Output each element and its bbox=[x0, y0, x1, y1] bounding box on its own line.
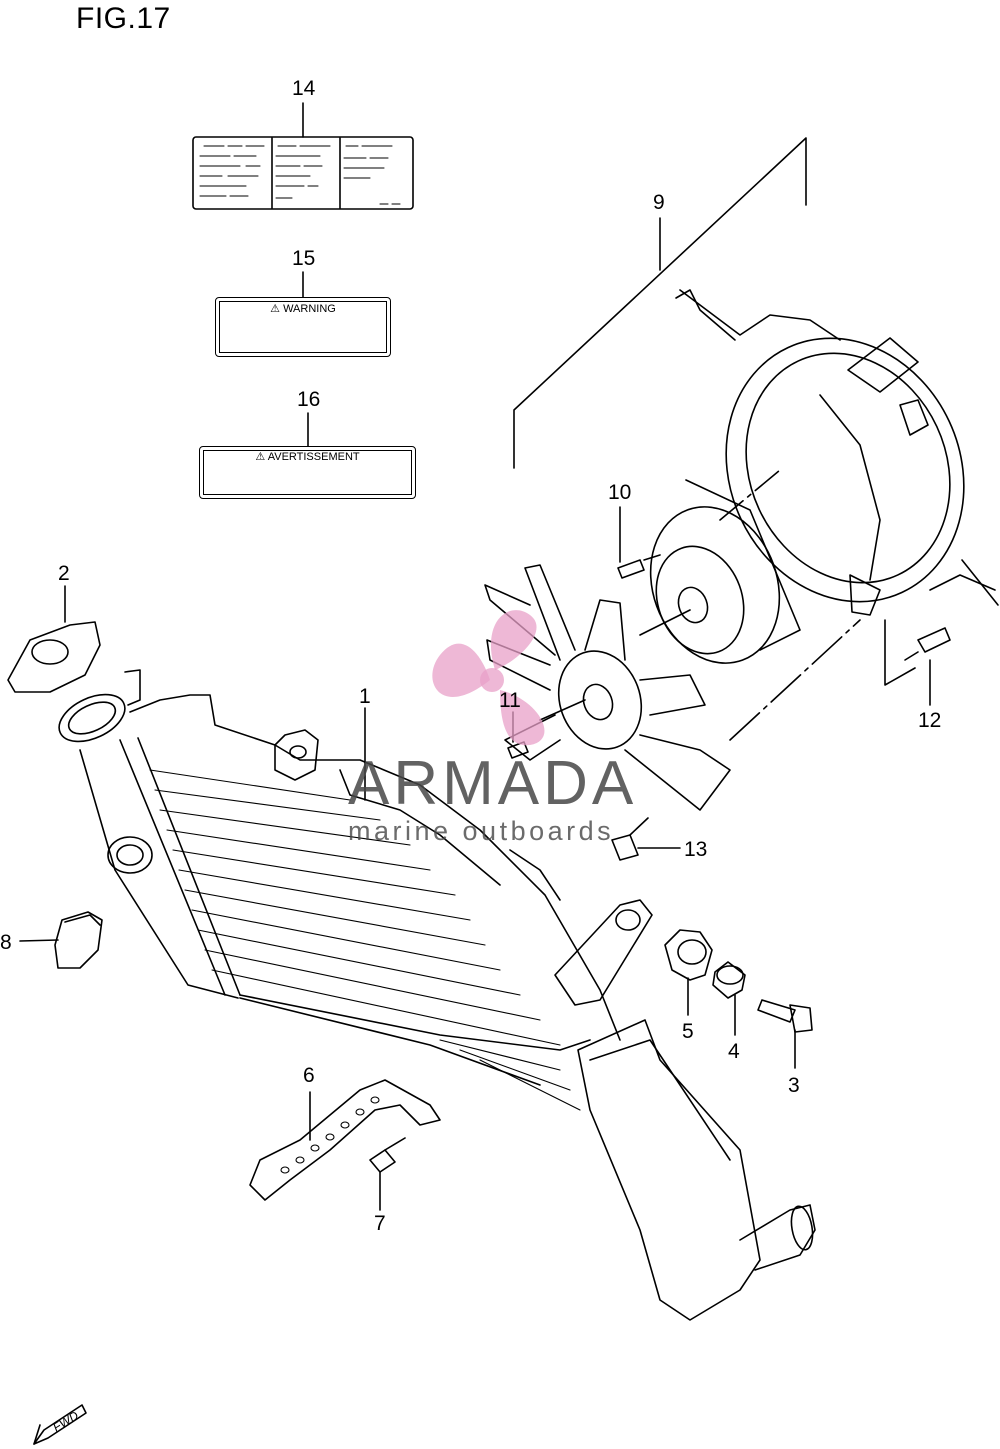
figure-title: FIG.17 bbox=[76, 2, 171, 35]
assembly-9-bracket bbox=[513, 137, 807, 469]
drain-plug-8 bbox=[19, 911, 103, 969]
avertissement-heading: ⚠ AVERTISSEMENT bbox=[200, 450, 415, 463]
watermark-tagline: marine outboards bbox=[348, 816, 615, 846]
clip-13 bbox=[611, 817, 681, 861]
callout-3: 3 bbox=[788, 1074, 800, 1097]
callout-13: 13 bbox=[684, 838, 708, 861]
callout-5: 5 bbox=[682, 1020, 694, 1043]
callout-10: 10 bbox=[608, 481, 632, 504]
callout-12: 12 bbox=[918, 709, 942, 732]
warning-heading: ⚠ WARNING bbox=[216, 302, 390, 315]
callout-11: 11 bbox=[499, 689, 521, 712]
watermark-brand: ARMADA bbox=[348, 749, 638, 818]
bolt-12 bbox=[884, 619, 951, 706]
callout-4: 4 bbox=[728, 1040, 740, 1063]
label-16-avertissement-sticker: ⚠ AVERTISSEMENT bbox=[199, 446, 416, 499]
callout-15: 15 bbox=[292, 247, 316, 270]
screw-10 bbox=[617, 506, 661, 579]
warning-heading-text: WARNING bbox=[283, 303, 336, 315]
label-15-warning-sticker: ⚠ WARNING bbox=[215, 297, 391, 357]
radiator-cap-2 bbox=[7, 585, 101, 693]
collar-4 bbox=[712, 961, 746, 1036]
callout-1: 1 bbox=[359, 685, 371, 708]
callout-14: 14 bbox=[292, 77, 316, 100]
warning-triangle-icon: ⚠ bbox=[255, 451, 266, 463]
fan-shroud bbox=[675, 289, 999, 616]
label-14-caution-sticker bbox=[192, 102, 414, 210]
callout-16: 16 bbox=[297, 388, 321, 411]
avertissement-heading-text: AVERTISSEMENT bbox=[267, 451, 360, 463]
fwd-arrow-icon: FWD bbox=[33, 1404, 87, 1445]
bracket-6 bbox=[249, 1079, 441, 1201]
armada-propeller-logo bbox=[432, 610, 545, 746]
callout-8: 8 bbox=[0, 931, 12, 954]
callout-9: 9 bbox=[653, 191, 665, 214]
radiator-1 bbox=[58, 669, 816, 1321]
grommet-5 bbox=[664, 929, 713, 1016]
callout-7: 7 bbox=[374, 1212, 386, 1235]
callout-2: 2 bbox=[58, 562, 70, 585]
warning-triangle-icon: ⚠ bbox=[270, 303, 281, 315]
bolt-3 bbox=[757, 999, 813, 1069]
fan-motor bbox=[639, 469, 861, 741]
bolt-7 bbox=[369, 1137, 406, 1211]
callout-6: 6 bbox=[303, 1064, 315, 1087]
